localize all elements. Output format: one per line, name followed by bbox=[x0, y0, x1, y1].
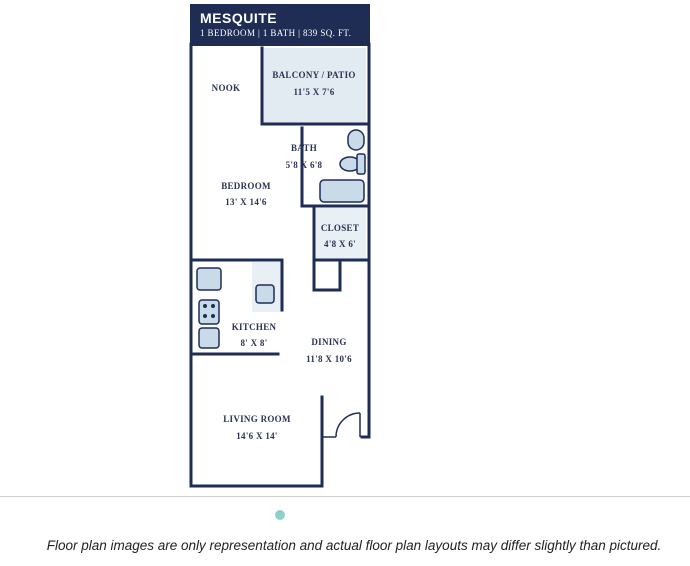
bath-sink-icon bbox=[347, 129, 365, 151]
disclaimer-text: Floor plan images are only representatio… bbox=[46, 538, 662, 553]
bath-label: BATH bbox=[291, 143, 317, 153]
kitchen-label: KITCHEN bbox=[232, 322, 277, 332]
nook-label: NOOK bbox=[212, 83, 241, 93]
divider bbox=[0, 496, 690, 497]
stove-burners bbox=[203, 304, 215, 318]
plan-name: MESQUITE bbox=[200, 10, 278, 26]
bath-size: 5'8 X 6'8 bbox=[286, 160, 323, 170]
plan-header: MESQUITE 1 BEDROOM | 1 BATH | 839 SQ. FT… bbox=[190, 4, 370, 46]
plan-summary: 1 BEDROOM | 1 BATH | 839 SQ. FT. bbox=[200, 28, 352, 38]
living-room-label: LIVING ROOM bbox=[223, 414, 291, 424]
walls bbox=[189, 42, 371, 488]
bathtub-icon bbox=[319, 179, 365, 203]
living-room-size: 14'6 X 14' bbox=[236, 431, 278, 441]
closet-area bbox=[314, 208, 366, 260]
kitchen-sink-icon bbox=[255, 284, 275, 304]
dishwasher-icon bbox=[198, 327, 220, 349]
entry-door bbox=[322, 412, 361, 438]
fridge-icon bbox=[196, 267, 222, 291]
bedroom-size: 13' X 14'6 bbox=[225, 197, 267, 207]
kitchen-size: 8' X 8' bbox=[240, 338, 267, 348]
carousel-indicator-dot[interactable] bbox=[275, 510, 285, 520]
bath-fixtures bbox=[319, 129, 366, 203]
dining-label: DINING bbox=[311, 337, 346, 347]
floor-plan: NOOK BALCONY / PATIO 11'5 X 7'6 BATH 5'8… bbox=[189, 42, 371, 488]
balcony-label: BALCONY / PATIO bbox=[272, 70, 355, 80]
dining-size: 11'8 X 10'6 bbox=[306, 354, 352, 364]
room-labels: NOOK BALCONY / PATIO 11'5 X 7'6 BATH 5'8… bbox=[212, 70, 359, 441]
kitchen-fixtures bbox=[196, 267, 275, 349]
bedroom-label: BEDROOM bbox=[221, 181, 271, 191]
closet-size: 4'8 X 6' bbox=[324, 239, 356, 249]
closet-label: CLOSET bbox=[321, 223, 359, 233]
balcony-size: 11'5 X 7'6 bbox=[293, 87, 334, 97]
stove-icon bbox=[198, 299, 220, 325]
balcony-area bbox=[262, 48, 366, 124]
